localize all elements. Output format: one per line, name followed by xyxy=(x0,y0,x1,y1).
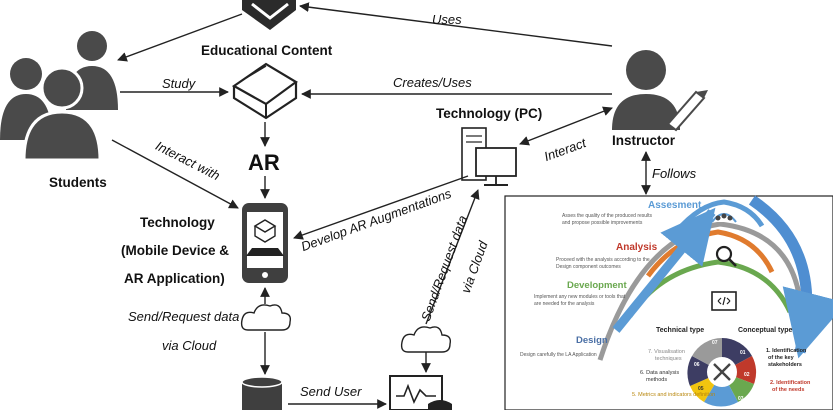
edge-send-request-mobile-label-2: via Cloud xyxy=(162,338,217,353)
instructor-label: Instructor xyxy=(612,133,676,148)
inset-item-1-1: 1. Identification xyxy=(766,348,807,354)
cloud-icon-pc xyxy=(400,326,452,353)
edges xyxy=(111,2,651,409)
technology-mobile-label-2: (Mobile Device & xyxy=(121,243,230,258)
ar-label: AR xyxy=(248,150,280,175)
educational-content-label: Educational Content xyxy=(201,43,333,58)
inset-assessment-title: Assesment xyxy=(648,200,702,211)
inset-item-6-1: 6. Data analysis xyxy=(640,370,680,376)
cloud-icon-mobile xyxy=(240,304,292,331)
inset-item-1-3: stakeholders xyxy=(768,362,802,368)
top-content-icon xyxy=(242,0,296,30)
pc-icon xyxy=(461,127,517,186)
edge-follows-label: Follows xyxy=(652,166,697,181)
students-label: Students xyxy=(49,175,107,190)
wheel-number-02: 02 xyxy=(744,372,750,378)
edge-send-user-label: Send User xyxy=(300,384,362,399)
inset-analysis-desc-2: Design component outcomes xyxy=(556,264,621,270)
monitor-icon xyxy=(389,375,452,410)
mobile-device-icon xyxy=(242,203,288,283)
inset-analysis-desc-1: Proceed with the analysis according to t… xyxy=(556,257,650,263)
technology-pc-label: Technology (PC) xyxy=(436,106,543,121)
wheel-number-05: 05 xyxy=(698,386,704,392)
educational-content-icon xyxy=(231,62,298,120)
instructor-icon xyxy=(612,50,708,132)
inset-development-desc-2: are needed for the analysis xyxy=(534,301,595,307)
inset-technical-type: Technical type xyxy=(656,327,705,334)
inset-item-2-1: 2. Identification xyxy=(770,380,811,386)
wheel-number-03: 03 xyxy=(738,396,744,402)
inset-item-1-2: of the key xyxy=(768,355,794,361)
la-process-inset xyxy=(504,195,833,410)
edge-creates-uses-label: Creates/Uses xyxy=(393,75,472,90)
edge-send-request-mobile-label-1: Send/Request data xyxy=(128,309,240,324)
inset-item-6-2: methods xyxy=(646,377,668,383)
inset-development-title: Development xyxy=(567,280,627,291)
wheel-number-06: 06 xyxy=(694,362,700,368)
inset-assessment-desc-1: Asses the quality of the produced result… xyxy=(562,213,653,219)
students-icon xyxy=(0,31,118,162)
technology-mobile-label-1: Technology xyxy=(140,215,215,230)
database-icon xyxy=(241,376,283,410)
inset-item-7-2: techniques xyxy=(655,356,682,362)
inset-conceptual-type: Conceptual type xyxy=(738,327,793,334)
wheel-number-01: 01 xyxy=(740,350,746,356)
inset-design-desc-1: Design carefully the LA Application xyxy=(520,352,597,358)
inset-development-desc-1: Implement any new modules or tools that xyxy=(534,294,626,300)
inset-analysis-title: Analysis xyxy=(616,242,658,253)
wheel-number-07: 07 xyxy=(712,340,718,346)
edge-study-label: Study xyxy=(162,76,196,91)
inset-item-7-1: 7. Visualisation xyxy=(648,349,685,355)
inset-item-5: 5. Metrics and indicators definition xyxy=(632,392,716,398)
inset-item-2-2: of the needs xyxy=(772,387,805,393)
edge-uses-label: Uses xyxy=(432,12,462,27)
technology-mobile-label-3: AR Application) xyxy=(124,271,225,286)
inset-design-title: Design xyxy=(576,335,608,346)
inset-assessment-desc-2: and propose possible improvements xyxy=(562,220,643,226)
